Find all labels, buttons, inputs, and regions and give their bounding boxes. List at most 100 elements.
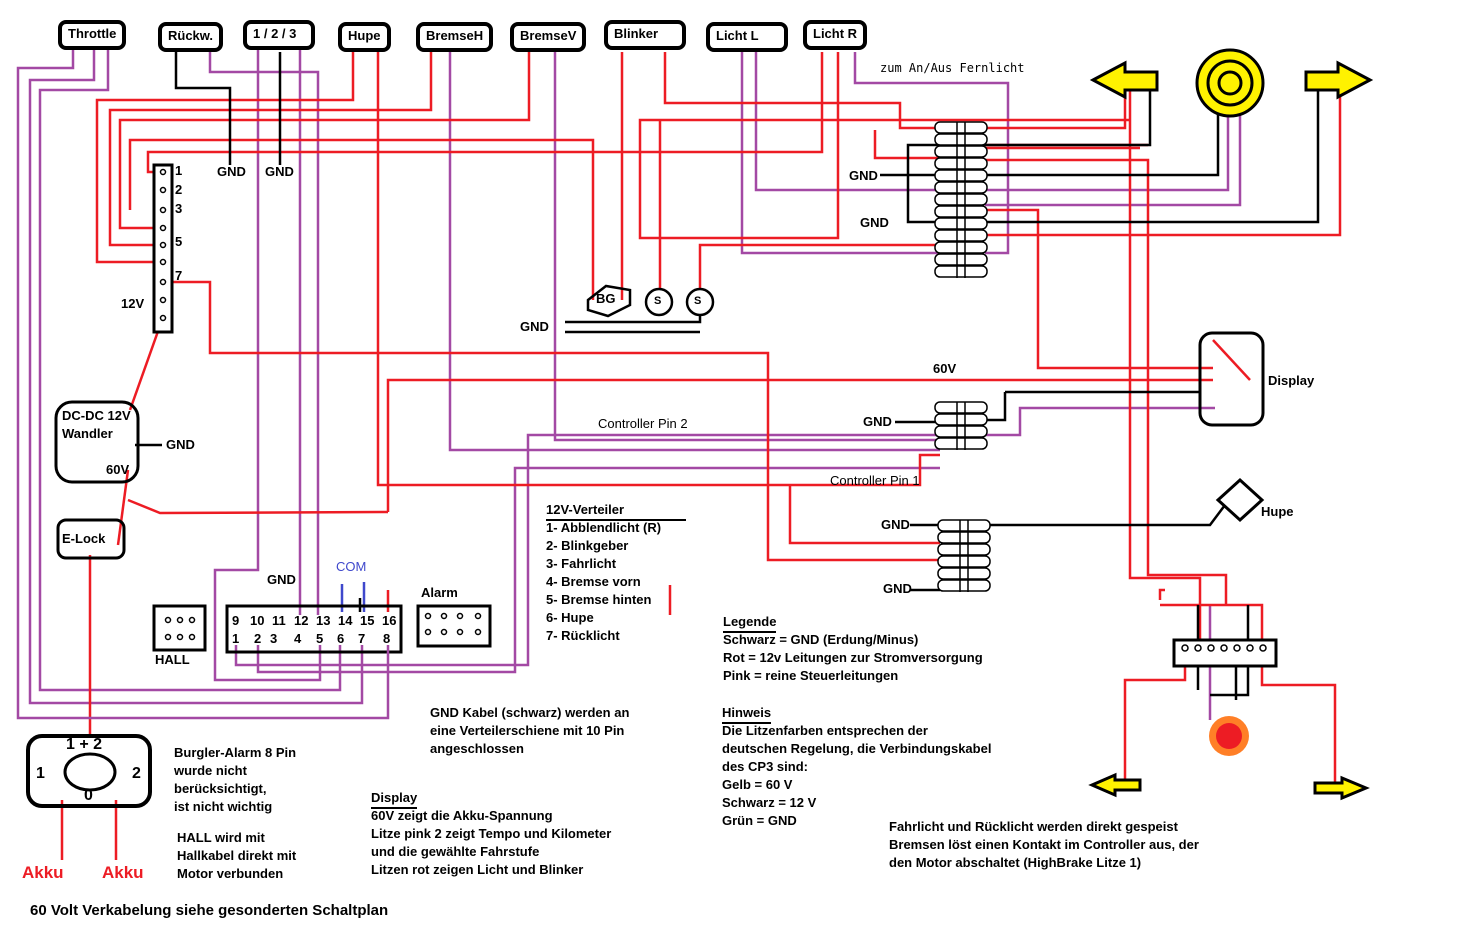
headlight-ring <box>1206 59 1254 107</box>
display-note-item: Litzen rot zeigen Licht und Blinker <box>371 862 584 877</box>
hall-connector <box>152 604 207 652</box>
controller-pin: 4 <box>294 631 302 646</box>
controller-pin: 5 <box>316 631 324 646</box>
connector-main-slot <box>934 253 988 266</box>
controller-pin: 2 <box>254 631 262 646</box>
controller-pin: 6 <box>337 631 345 646</box>
controller-pin2-label: Controller Pin 2 <box>598 416 688 431</box>
legende-item: Rot = 12v Leitungen zur Stromversorgung <box>723 650 983 665</box>
hall-note-line: HALL wird mit <box>177 830 265 845</box>
control-wire <box>985 90 1242 207</box>
power-wire <box>788 485 940 545</box>
ground-wire <box>985 95 1220 177</box>
switch-gear: 1 / 2 / 3 <box>243 20 315 50</box>
hall-pin <box>188 633 196 641</box>
verteiler-item: 6- Hupe <box>546 610 594 625</box>
hall-pin <box>164 616 172 624</box>
alarm-note-line: berücksichtigt, <box>174 781 267 796</box>
pin-label: 2 <box>175 182 183 197</box>
turn-signal-rear-right <box>1313 775 1370 801</box>
power-wire <box>1212 339 1251 381</box>
hall-pin <box>176 616 184 624</box>
control-wire <box>853 52 1010 255</box>
controller-pin: 13 <box>316 613 331 628</box>
distributor-pin <box>159 296 167 304</box>
controller-connector <box>225 604 403 654</box>
power-wire <box>985 208 1213 370</box>
light-note-line: Bremsen löst einen Kontakt im Controller… <box>889 837 1199 852</box>
power-wire <box>873 130 940 160</box>
connector-hupe-slot <box>937 555 991 568</box>
ground-wire <box>565 315 702 324</box>
alarm-note-line: wurde nicht <box>174 763 247 778</box>
control-wire <box>448 52 940 452</box>
label-gnd: GND <box>881 517 910 532</box>
display-label: Display <box>1268 373 1315 388</box>
controller-pin: 11 <box>272 613 286 628</box>
connector-main-slot <box>934 157 988 170</box>
connector-display-slot <box>934 413 988 426</box>
s-label: S <box>654 295 662 307</box>
pin-label: 1 <box>175 163 183 178</box>
power-wire <box>1160 603 1264 645</box>
hall-pin <box>164 633 172 641</box>
control-wire <box>985 90 1230 192</box>
brake-sensor-bg <box>586 284 632 318</box>
rear-connector-pin <box>1194 644 1202 652</box>
connector-hupe-slot <box>937 543 991 556</box>
power-wire <box>95 52 355 264</box>
connector-display-slot <box>934 425 988 438</box>
alarm-label: Alarm <box>421 585 458 600</box>
distributor-pin <box>159 168 167 176</box>
alarm-pin <box>440 612 448 620</box>
label-gnd: GND <box>265 164 294 179</box>
control-wire <box>234 433 940 667</box>
alarm-pin <box>474 612 482 620</box>
connector-display-slot <box>934 401 988 414</box>
control-wire <box>208 52 320 615</box>
connector-main-slot <box>934 193 988 206</box>
connector-display-slot <box>934 437 988 450</box>
connector-hupe-slot <box>937 531 991 544</box>
power-wire <box>146 52 824 174</box>
rear-connector-pin <box>1246 644 1254 652</box>
display-note-item: 60V zeigt die Akku-Spannung <box>371 808 553 823</box>
turn-signal-front-right <box>1304 60 1374 100</box>
ground-wire <box>985 90 1320 224</box>
label-gnd: GND <box>849 168 878 183</box>
headlight-ring <box>1217 70 1243 96</box>
controller-pin: 15 <box>360 613 375 628</box>
controller-pin: 9 <box>232 613 240 628</box>
light-note-line: den Motor abschaltet (HighBrake Litze 1) <box>889 855 1142 870</box>
key-switch <box>26 734 152 808</box>
controller-pin: 12 <box>294 613 309 628</box>
control-wire <box>553 52 940 442</box>
distributor-pin <box>159 186 167 194</box>
12v-distributor <box>152 163 174 334</box>
power-wire <box>127 498 389 515</box>
control-wire <box>16 50 390 720</box>
switch-throttle: Throttle <box>58 20 127 50</box>
display-unit <box>1198 331 1265 427</box>
ground-wire <box>985 392 1007 422</box>
connector-main-slot <box>934 121 988 134</box>
power-wire <box>985 90 1342 237</box>
alarm-note-line: Burgler-Alarm 8 Pin <box>174 745 297 760</box>
power-wire <box>1128 90 1202 645</box>
control-wire <box>256 466 940 674</box>
pin-label: 3 <box>175 201 183 216</box>
key-label-left: 1 <box>36 765 45 782</box>
pin-label: 5 <box>175 234 183 249</box>
power-wire <box>698 243 940 295</box>
power-wire <box>376 52 940 487</box>
hinweis-item: Schwarz = 12 V <box>722 795 817 810</box>
alarm-connector <box>416 604 492 648</box>
switch-bremse-h: BremseH <box>416 22 494 52</box>
controller-pin: 7 <box>358 631 366 646</box>
hinweis-item: des CP3 sind: <box>722 759 808 774</box>
label-gnd: GND <box>267 572 296 587</box>
hinweis-item: deutschen Regelung, die Verbindungskabel <box>722 741 992 756</box>
verteiler-title: 12V-Verteiler <box>546 501 686 521</box>
display-note-item: und die gewählte Fahrstufe <box>371 844 540 859</box>
switch-licht-l: Licht L <box>706 22 788 52</box>
